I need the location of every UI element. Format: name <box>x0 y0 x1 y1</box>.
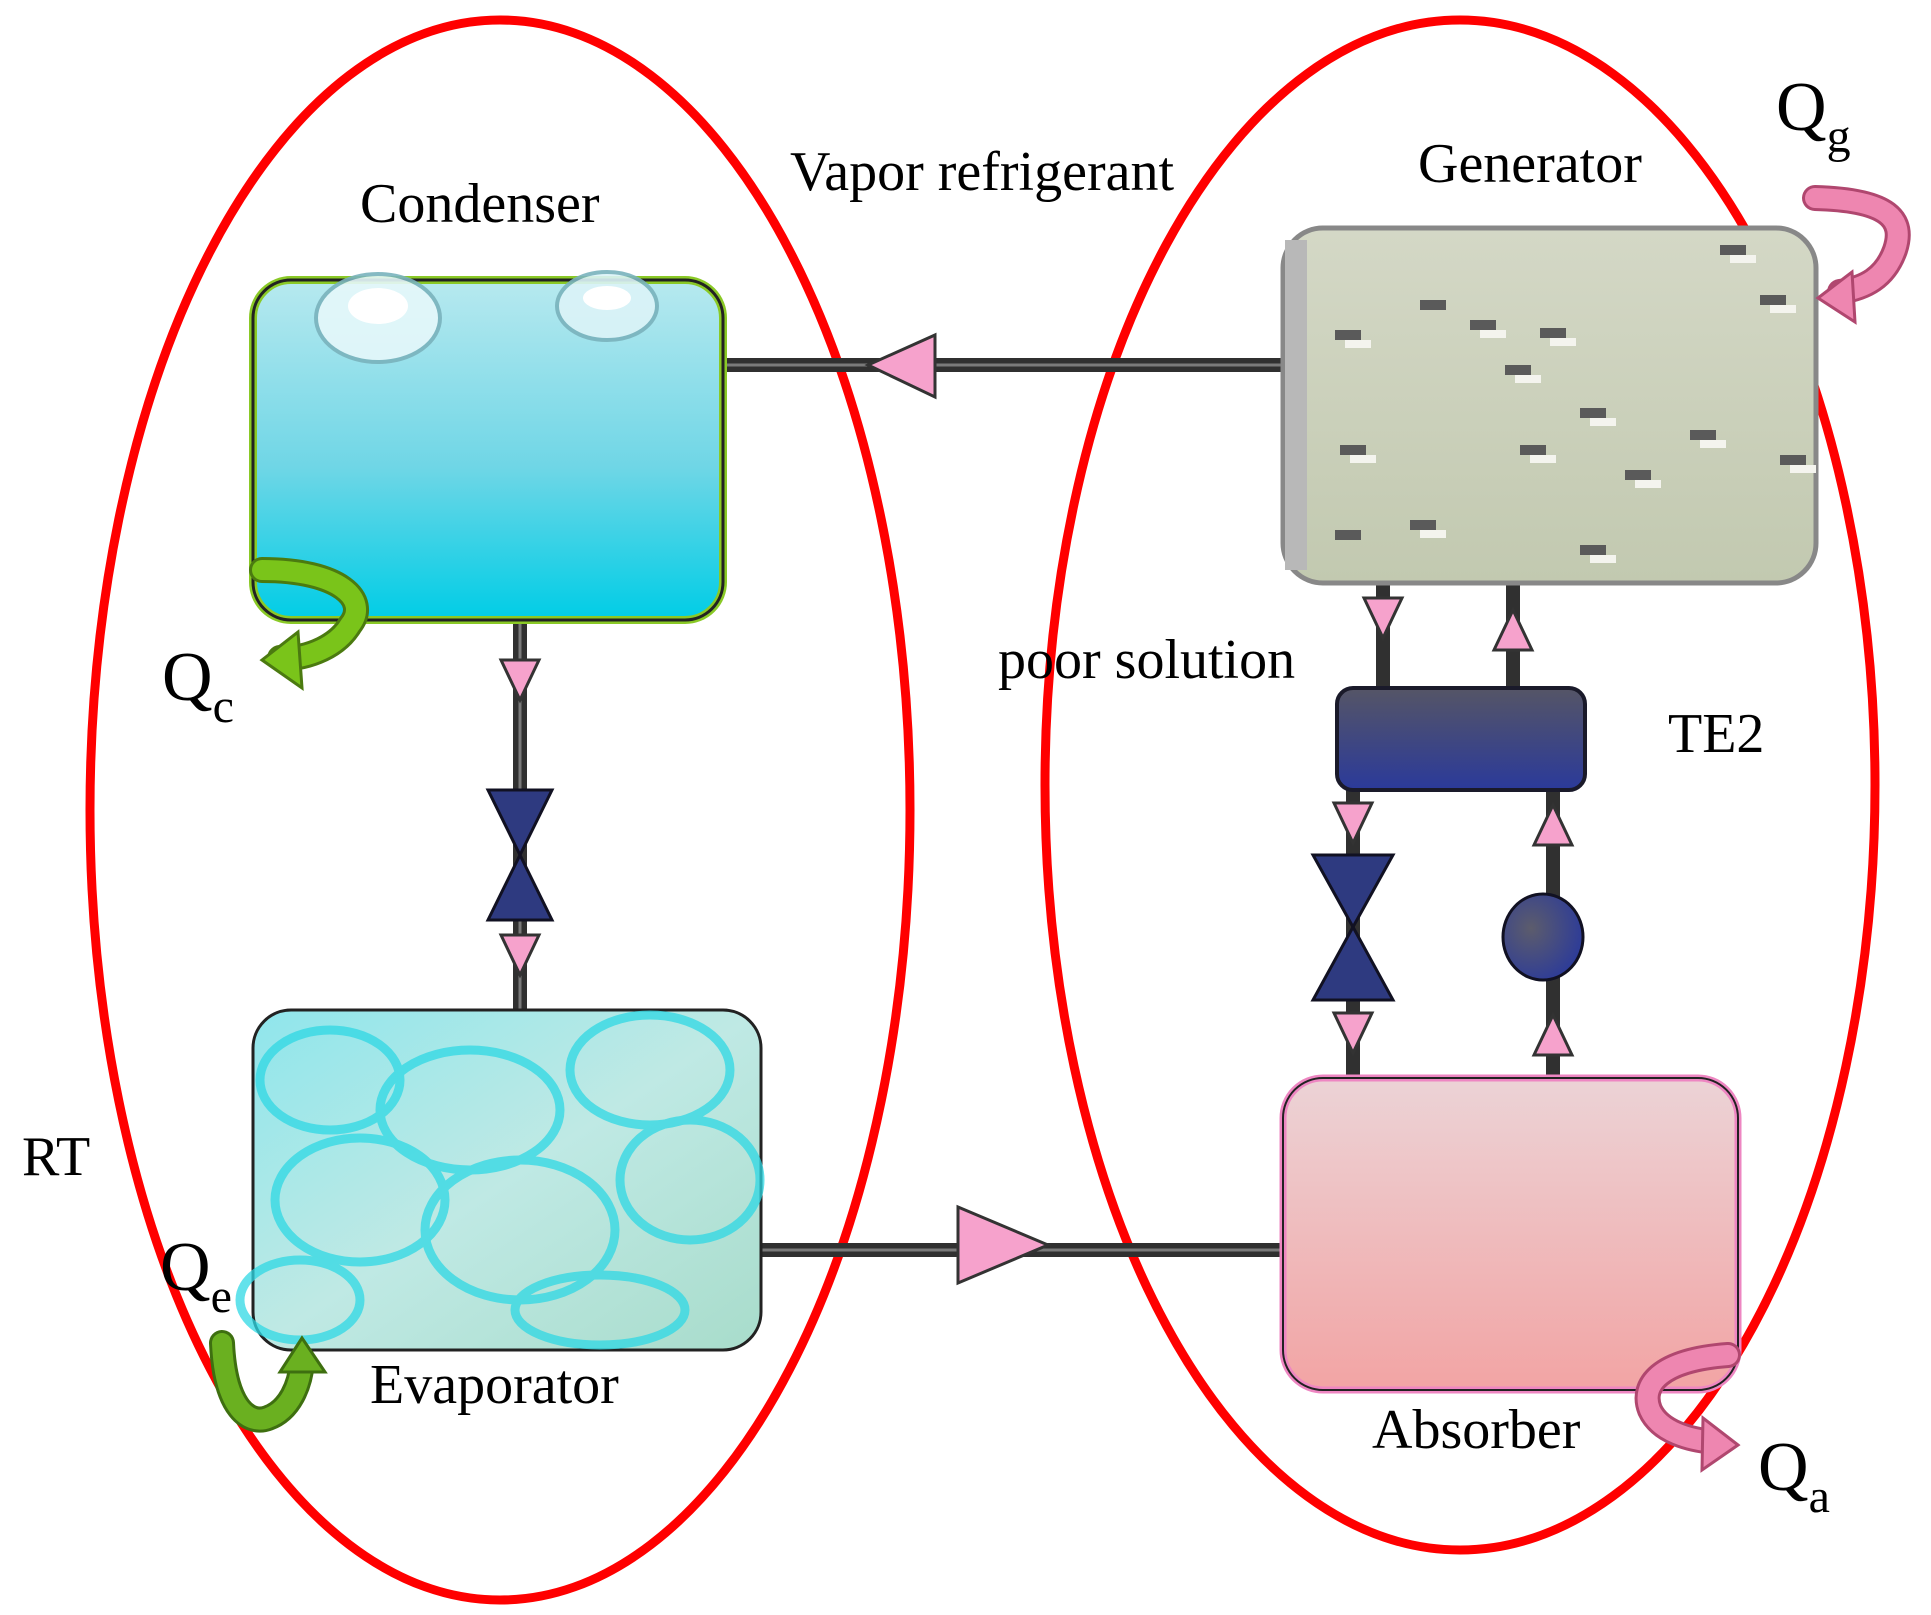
qg-label: Qg <box>1776 69 1851 163</box>
solution-subsystem-outline <box>1040 15 1880 1555</box>
solution-pump <box>1501 892 1585 982</box>
absorber-outlet-flow-arrow <box>1531 1011 1575 1057</box>
te2-heat-exchanger <box>1335 686 1587 792</box>
condenser-outlet-flow-arrow <box>498 658 542 704</box>
refrigerant-expansion-valve <box>485 788 555 922</box>
rt-label: RT <box>22 1126 90 1188</box>
vapor-refrigerant-label: Vapor refrigerant <box>790 141 1174 203</box>
te2-inlet-flow-arrow <box>1531 801 1575 847</box>
solution-expansion-valve <box>1310 853 1396 1002</box>
qa-heat-arrow-icon <box>1634 1342 1741 1473</box>
qc-label: Qc <box>162 639 234 733</box>
qc-heat-arrow-icon <box>249 557 369 692</box>
generator-outlet-flow-arrow <box>1361 596 1405 642</box>
condenser-label: Condenser <box>360 173 600 235</box>
generator <box>1280 225 1819 586</box>
qe-heat-arrow-icon <box>209 1330 328 1433</box>
condenser <box>249 270 727 624</box>
generator-inlet-flow-arrow <box>1491 606 1535 652</box>
flow-arrows <box>498 332 1575 1286</box>
qe-label: Qe <box>160 1229 232 1323</box>
te2-outlet-flow-arrow <box>1331 801 1375 847</box>
te2-label: TE2 <box>1668 703 1764 765</box>
evaporator-label: Evaporator <box>370 1354 619 1416</box>
qa-label: Qa <box>1758 1429 1830 1523</box>
poor-solution-label: poor solution <box>998 629 1295 691</box>
absorber-inlet-flow-arrow <box>1331 1011 1375 1057</box>
refrigerant-subsystem-outline <box>85 15 915 1605</box>
absorber <box>1279 1074 1742 1394</box>
absorber-label: Absorber <box>1372 1399 1581 1461</box>
evaporator <box>235 1008 765 1352</box>
evaporator-absorber-flow-arrow <box>956 1204 1052 1286</box>
generator-label: Generator <box>1418 133 1642 195</box>
evaporator-inlet-flow-arrow <box>498 933 542 979</box>
vapor-flow-arrow <box>864 332 937 400</box>
qg-heat-arrow-icon <box>1802 185 1911 325</box>
